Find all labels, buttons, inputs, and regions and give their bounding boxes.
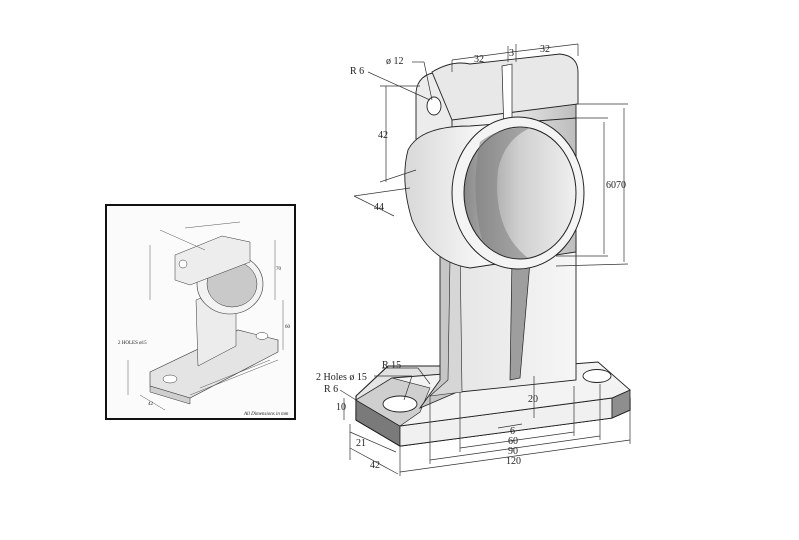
dim-w21: 21 bbox=[356, 438, 366, 449]
dim-h70: 70 bbox=[616, 180, 626, 191]
bracket-isometric: R 6 ø 12 32 3 32 42 44 60 70 2 Holes ø 1… bbox=[316, 43, 631, 476]
reference-thumbnail: 2 HOLES ø15 All Dimensions in mm 42 70 6… bbox=[105, 204, 296, 420]
dim-r6-base: R 6 bbox=[324, 384, 338, 395]
dim-h10: 10 bbox=[336, 402, 346, 413]
dim-dia12: ø 12 bbox=[386, 56, 404, 67]
dim-w6: 6 bbox=[510, 426, 515, 437]
thumb-units-note: All Dimensions in mm bbox=[243, 412, 289, 417]
dim-w120: 120 bbox=[506, 456, 521, 467]
dim-h42: 42 bbox=[378, 130, 388, 141]
dim-w3: 3 bbox=[509, 48, 514, 59]
svg-text:42: 42 bbox=[148, 402, 154, 407]
dim-w90: 90 bbox=[508, 446, 518, 457]
svg-text:70: 70 bbox=[276, 267, 282, 272]
dim-w32-left: 32 bbox=[474, 54, 484, 65]
dim-r6-top: R 6 bbox=[350, 66, 364, 77]
dim-w32-right: 32 bbox=[540, 44, 550, 55]
dim-holes: 2 Holes ø 15 bbox=[316, 372, 367, 383]
dim-w60: 60 bbox=[508, 436, 518, 447]
dim-r15: R 15 bbox=[382, 360, 401, 371]
dim-h20: 20 bbox=[528, 394, 538, 405]
dim-h60: 60 bbox=[606, 180, 616, 191]
dim-d44: 44 bbox=[374, 202, 384, 213]
thumb-holes-label: 2 HOLES ø15 bbox=[118, 341, 147, 346]
dim-w42: 42 bbox=[370, 460, 380, 471]
svg-text:60: 60 bbox=[285, 325, 291, 330]
dimension-lines bbox=[339, 43, 631, 476]
